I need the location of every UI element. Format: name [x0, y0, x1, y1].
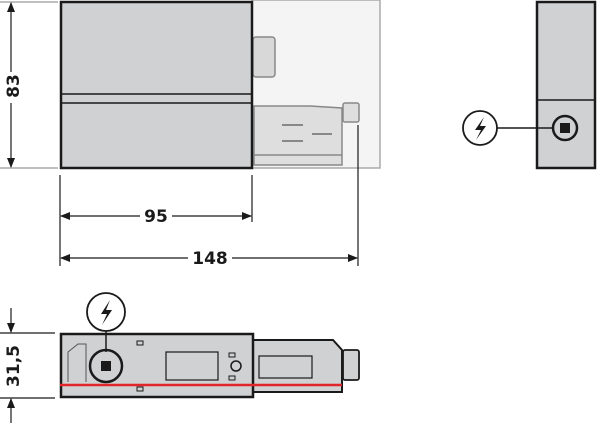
body-length-label: 95: [144, 207, 168, 227]
main-body: [59, 0, 254, 170]
lightning-bolt-icon: [86, 292, 126, 332]
dimension-body-length: [59, 125, 359, 266]
power-socket: [551, 114, 579, 142]
height-label: 83: [4, 74, 24, 98]
top-tab: [252, 36, 276, 78]
total-length-label: 148: [192, 249, 228, 269]
bottom-view: [59, 292, 360, 399]
side-view: [462, 0, 597, 170]
dimension-height: [0, 1, 58, 169]
power-socket: [88, 348, 124, 384]
front-view: [59, 0, 381, 170]
dimension-width: [0, 308, 55, 423]
lightning-bolt-icon: [462, 110, 498, 146]
width-label: 31,5: [4, 345, 24, 387]
connector-part: [253, 102, 360, 166]
